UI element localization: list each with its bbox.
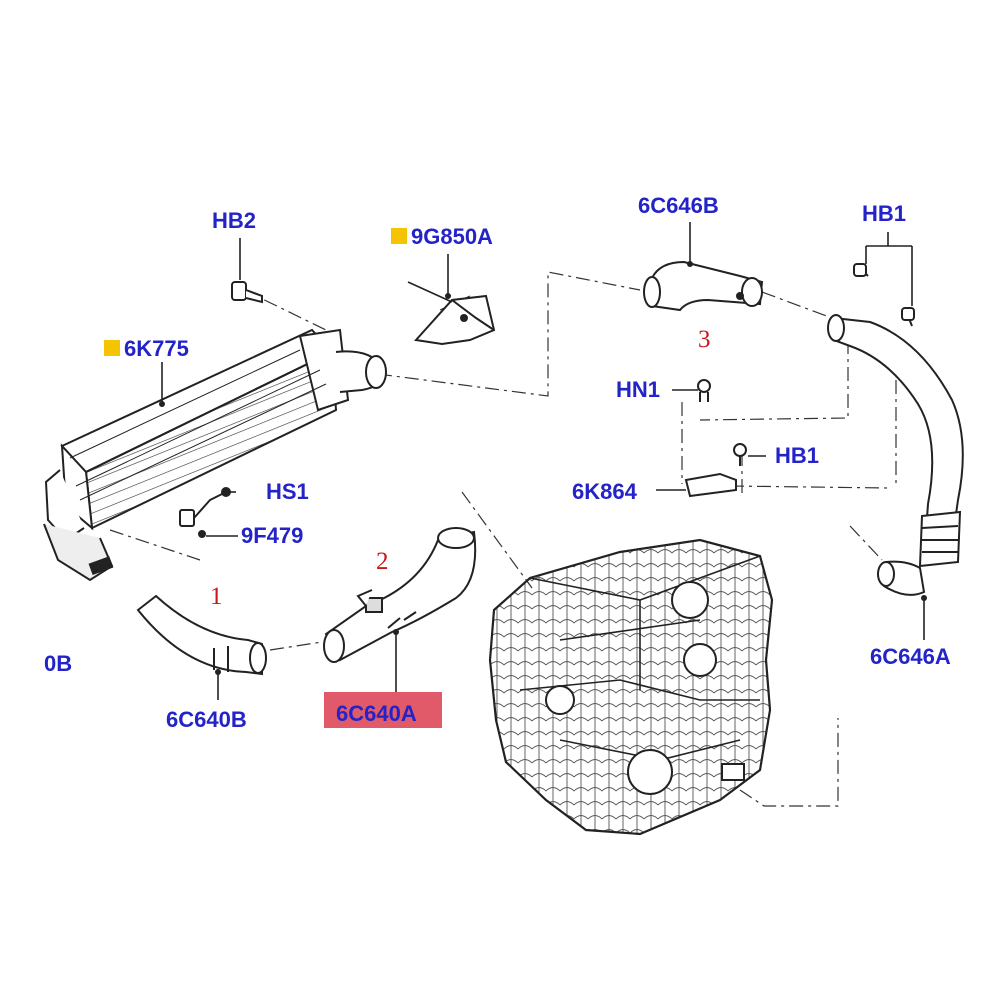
label-partial-left: 0B bbox=[44, 651, 73, 676]
hose-6c646b bbox=[643, 260, 764, 312]
engine-block bbox=[488, 538, 774, 836]
leader-dots bbox=[159, 261, 927, 675]
hose-6c640b bbox=[136, 594, 267, 676]
label-6c646a[interactable]: 6C646A bbox=[870, 644, 951, 669]
label-hb1-mid[interactable]: HB1 bbox=[775, 443, 820, 468]
label-6c646b[interactable]: 6C646B bbox=[638, 193, 719, 218]
solid-leader-lines bbox=[161, 222, 925, 700]
hose-6c640a bbox=[323, 527, 477, 663]
charge-air-cooler bbox=[43, 328, 387, 582]
label-hs1[interactable]: HS1 bbox=[266, 479, 309, 504]
label-9g850a[interactable]: 9G850A bbox=[411, 224, 493, 249]
label-6c640a[interactable]: 6C640A bbox=[336, 701, 417, 726]
callout-2: 2 bbox=[376, 548, 389, 575]
note-marker-9g850a bbox=[391, 228, 407, 244]
label-6c640b[interactable]: 6C640B bbox=[166, 707, 247, 732]
pressure-sensor bbox=[179, 487, 231, 538]
hose-6c646a bbox=[827, 263, 964, 596]
label-hb2[interactable]: HB2 bbox=[212, 208, 257, 233]
mounting-bracket bbox=[414, 294, 496, 346]
bolt-hb2 bbox=[231, 281, 263, 304]
label-6k864[interactable]: 6K864 bbox=[572, 479, 637, 504]
note-marker-6k775 bbox=[104, 340, 120, 356]
highlight-6c640a bbox=[324, 692, 442, 728]
callout-1: 1 bbox=[210, 583, 223, 610]
label-hb1-top[interactable]: HB1 bbox=[862, 201, 907, 226]
label-6k775[interactable]: 6K775 bbox=[124, 336, 189, 361]
label-9f479[interactable]: 9F479 bbox=[241, 523, 304, 548]
bracket-6k864 bbox=[684, 379, 747, 498]
label-hn1[interactable]: HN1 bbox=[616, 377, 661, 402]
callout-3: 3 bbox=[698, 326, 711, 353]
